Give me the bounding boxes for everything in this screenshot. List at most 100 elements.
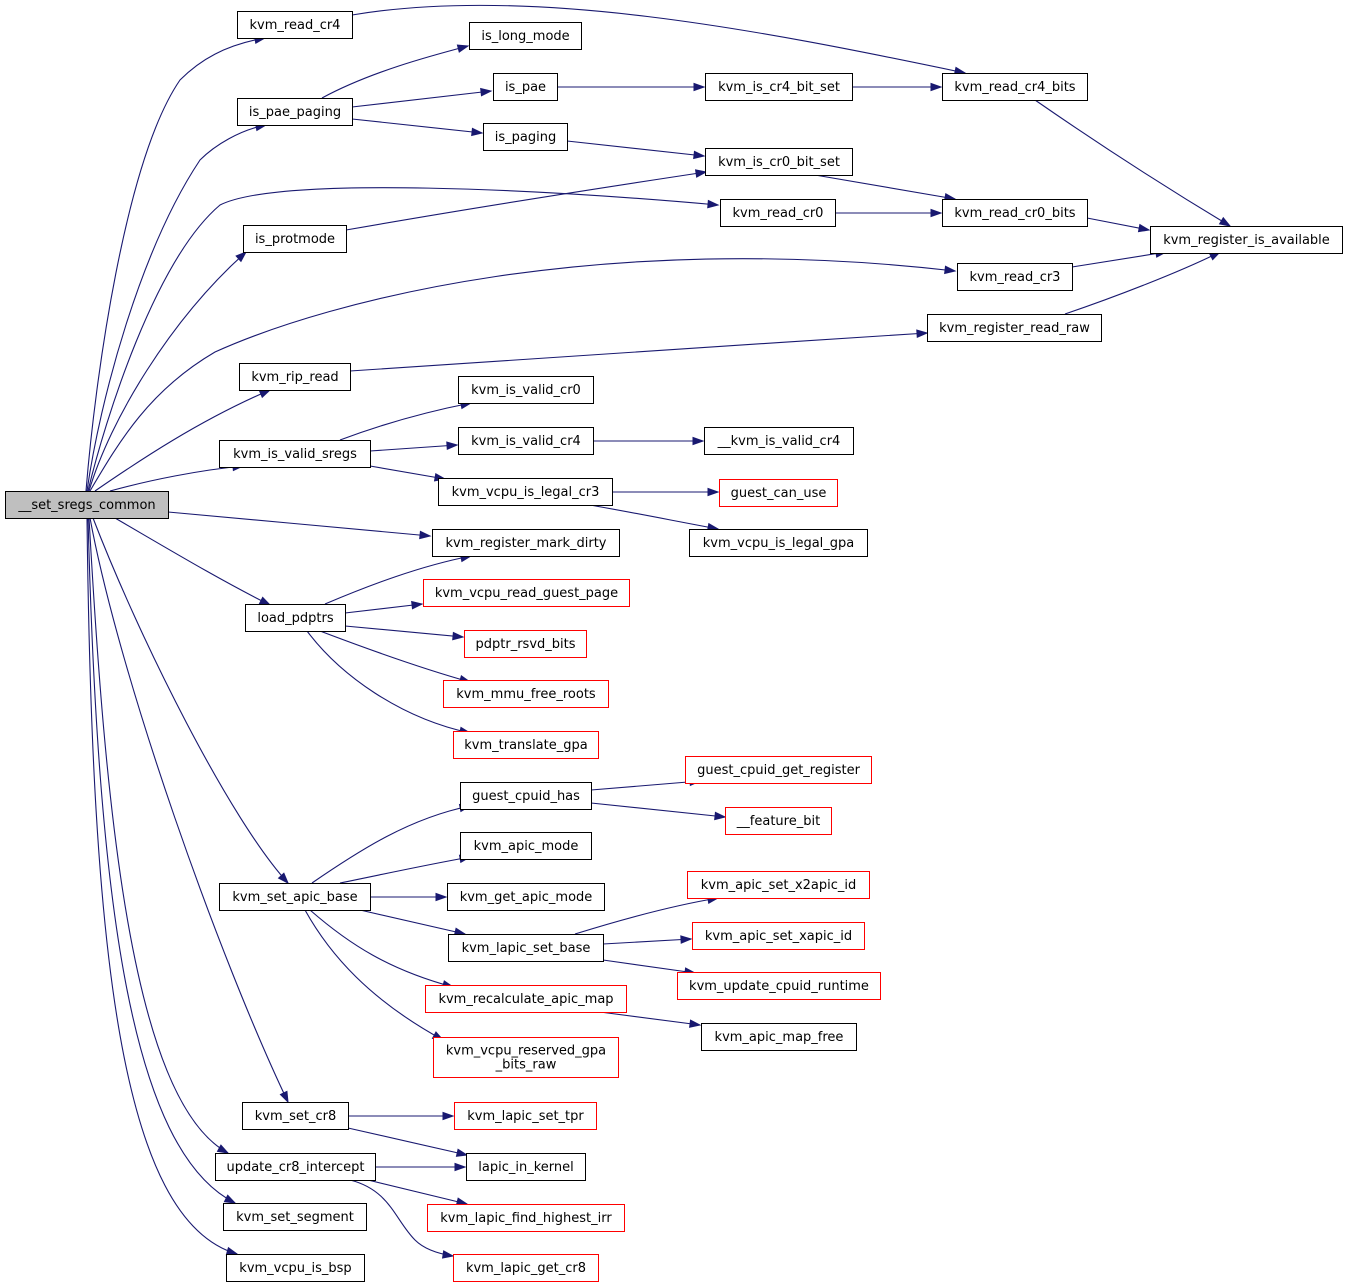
edge-guest_cpuid_has-to-guest_cpuid_get_register xyxy=(590,777,702,791)
edge-kvm_recalculate_apic_map-to-kvm_apic_map_free xyxy=(599,1011,702,1028)
edge-kvm_read_cr4-to-kvm_read_cr4_bits xyxy=(351,4,967,76)
edge-load_pdptrs-to-kvm_vcpu_read_guest_page xyxy=(344,600,424,614)
node-kvm-is-valid-sregs[interactable]: kvm_is_valid_sregs xyxy=(219,440,371,468)
node-kvm-vcpu-reserved-gpa-bits-raw[interactable]: kvm_vcpu_reserved_gpa_bits_raw xyxy=(433,1037,619,1078)
node-kvm-set-apic-base[interactable]: kvm_set_apic_base xyxy=(219,883,371,911)
node-guest-cpuid-get-register[interactable]: guest_cpuid_get_register xyxy=(685,756,872,784)
node-kvm-is-cr4-bit-set[interactable]: kvm_is_cr4_bit_set xyxy=(705,73,853,101)
edge-root-to-kvm_set_apic_base xyxy=(92,517,289,885)
node-kvm-is-valid-cr4[interactable]: kvm_is_valid_cr4 xyxy=(458,427,594,455)
node-box xyxy=(448,934,604,962)
node-box xyxy=(427,1204,625,1232)
node-kvm-lapic-set-tpr[interactable]: kvm_lapic_set_tpr xyxy=(454,1102,597,1130)
node-box xyxy=(432,529,620,557)
node---feature-bit[interactable]: __feature_bit xyxy=(725,807,832,835)
edge-line xyxy=(351,118,483,134)
node-label: kvm_set_apic_base xyxy=(232,890,357,905)
node-kvm-translate-gpa[interactable]: kvm_translate_gpa xyxy=(453,731,599,759)
node-guest-can-use[interactable]: guest_can_use xyxy=(719,479,838,507)
edge-line xyxy=(359,909,466,935)
node-label: update_cr8_intercept xyxy=(226,1160,364,1175)
node-is-long-mode[interactable]: is_long_mode xyxy=(469,22,582,50)
node-kvm-is-valid-cr0[interactable]: kvm_is_valid_cr0 xyxy=(458,376,594,404)
node-kvm-is-cr0-bit-set[interactable]: kvm_is_cr0_bit_set xyxy=(705,148,853,176)
node-kvm-set-cr8[interactable]: kvm_set_cr8 xyxy=(242,1102,349,1130)
node-kvm-vcpu-read-guest-page[interactable]: kvm_vcpu_read_guest_page xyxy=(423,579,630,607)
node-kvm-read-cr4-bits[interactable]: kvm_read_cr4_bits xyxy=(942,73,1088,101)
node-kvm-vcpu-is-legal-gpa[interactable]: kvm_vcpu_is_legal_gpa xyxy=(689,529,868,557)
node-kvm-vcpu-is-legal-cr3[interactable]: kvm_vcpu_is_legal_cr3 xyxy=(438,478,613,506)
node-is-protmode[interactable]: is_protmode xyxy=(243,225,347,253)
node-kvm-lapic-get-cr8[interactable]: kvm_lapic_get_cr8 xyxy=(453,1254,599,1282)
node-box xyxy=(725,807,832,835)
node-kvm-lapic-set-base[interactable]: kvm_lapic_set_base xyxy=(448,934,604,962)
node-label: kvm_read_cr0 xyxy=(733,206,824,221)
node-kvm-apic-set-xapic-id[interactable]: kvm_apic_set_xapic_id xyxy=(692,922,865,950)
node-kvm-rip-read[interactable]: kvm_rip_read xyxy=(239,363,351,391)
node-kvm-register-is-available[interactable]: kvm_register_is_available xyxy=(1150,226,1343,254)
node-kvm-apic-mode[interactable]: kvm_apic_mode xyxy=(460,832,592,860)
arrowhead-icon xyxy=(442,1111,455,1121)
edge-line xyxy=(602,938,692,945)
arrowhead-icon xyxy=(441,1250,455,1259)
edge-line xyxy=(309,909,454,988)
node-box xyxy=(685,756,872,784)
node-kvm-lapic-find-highest-irr[interactable]: kvm_lapic_find_highest_irr xyxy=(427,1204,625,1232)
arrowhead-icon xyxy=(680,935,693,944)
node-label: kvm_lapic_set_base xyxy=(462,941,591,956)
node-load-pdptrs[interactable]: load_pdptrs xyxy=(245,604,346,632)
edge-kvm_is_valid_sregs-to-kvm_is_valid_cr4 xyxy=(369,441,459,452)
node-kvm-register-read-raw[interactable]: kvm_register_read_raw xyxy=(927,314,1102,342)
edge-load_pdptrs-to-pdptr_rsvd_bits xyxy=(344,625,465,641)
node-box xyxy=(458,427,594,455)
node-kvm-get-apic-mode[interactable]: kvm_get_apic_mode xyxy=(447,883,605,911)
edge-root-to-update_cr8_intercept xyxy=(88,517,230,1154)
node-kvm-set-segment[interactable]: kvm_set_segment xyxy=(223,1203,367,1231)
arrowhead-icon xyxy=(930,82,943,92)
node-kvm-apic-map-free[interactable]: kvm_apic_map_free xyxy=(701,1023,857,1051)
node-kvm-read-cr3[interactable]: kvm_read_cr3 xyxy=(957,263,1073,291)
node-kvm-mmu-free-roots[interactable]: kvm_mmu_free_roots xyxy=(443,680,609,708)
edge-kvm_set_apic_base-to-kvm_apic_mode xyxy=(339,854,472,884)
node-is-pae-paging[interactable]: is_pae_paging xyxy=(237,98,353,126)
node-box xyxy=(5,491,169,519)
arrowhead-icon xyxy=(216,1144,230,1154)
edge-line xyxy=(319,630,471,683)
node-label: is_pae_paging xyxy=(249,105,341,120)
node-kvm-update-cpuid-runtime[interactable]: kvm_update_cpuid_runtime xyxy=(677,972,881,1000)
node-label: kvm_vcpu_is_legal_cr3 xyxy=(452,485,600,500)
arrowhead-icon xyxy=(456,44,470,53)
edge-line xyxy=(87,517,236,1204)
arrowhead-icon xyxy=(225,1246,239,1256)
node-label: is_protmode xyxy=(255,232,335,247)
node-kvm-register-mark-dirty[interactable]: kvm_register_mark_dirty xyxy=(432,529,620,557)
node-pdptr-rsvd-bits[interactable]: pdptr_rsvd_bits xyxy=(464,630,587,658)
node-box xyxy=(454,1102,597,1130)
node---kvm-is-valid-cr4[interactable]: __kvm_is_valid_cr4 xyxy=(704,427,854,455)
node-update-cr8-intercept[interactable]: update_cr8_intercept xyxy=(215,1153,376,1181)
arrowhead-icon xyxy=(446,441,459,451)
edge-line xyxy=(574,897,719,935)
node-kvm-read-cr0-bits[interactable]: kvm_read_cr0_bits xyxy=(942,199,1088,227)
node-label: __feature_bit xyxy=(736,814,820,829)
node-kvm-read-cr4[interactable]: kvm_read_cr4 xyxy=(237,11,353,39)
node-is-pae[interactable]: is_pae xyxy=(493,73,558,101)
edge-kvm_vcpu_is_legal_cr3-to-guest_can_use xyxy=(612,487,720,497)
node-kvm-vcpu-is-bsp[interactable]: kvm_vcpu_is_bsp xyxy=(226,1254,365,1282)
edge-is_paging-to-kvm_is_cr0_bit_set xyxy=(566,140,706,160)
node-box xyxy=(423,579,630,607)
edge-line xyxy=(109,465,244,492)
edge-kvm_is_cr0_bit_set-to-kvm_read_cr0_bits xyxy=(814,174,957,202)
node-lapic-in-kernel[interactable]: lapic_in_kernel xyxy=(466,1153,586,1181)
arrowhead-icon xyxy=(707,487,720,497)
arrowhead-icon xyxy=(277,872,289,885)
node-label: _bits_raw xyxy=(495,1058,557,1073)
node-is-paging[interactable]: is_paging xyxy=(483,123,568,151)
node-label: lapic_in_kernel xyxy=(478,1160,573,1175)
node-kvm-read-cr0[interactable]: kvm_read_cr0 xyxy=(720,199,836,227)
node-kvm-apic-set-x2apic-id[interactable]: kvm_apic_set_x2apic_id xyxy=(687,871,870,899)
node-guest-cpuid-has[interactable]: guest_cpuid_has xyxy=(460,782,592,810)
edge-line xyxy=(167,511,431,537)
node-kvm-recalculate-apic-map[interactable]: kvm_recalculate_apic_map xyxy=(425,985,627,1013)
node-label: kvm_register_mark_dirty xyxy=(445,536,606,551)
